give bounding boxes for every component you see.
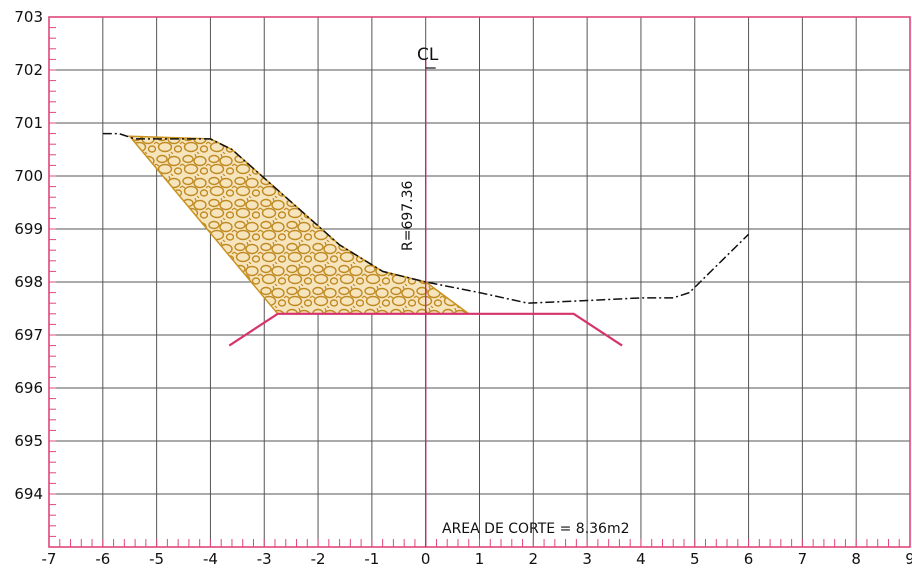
x-tick-label: -7 xyxy=(42,550,57,568)
x-tick-label: 0 xyxy=(421,550,431,568)
grid-lines xyxy=(48,16,911,548)
x-tick-label: 3 xyxy=(582,550,592,568)
x-tick-label: 7 xyxy=(798,550,808,568)
x-tick-label: -2 xyxy=(311,550,326,568)
x-tick-label: 1 xyxy=(475,550,485,568)
axis-labels: -7 -6 -5 -4 -3 -2 -1 0 1 2 3 4 5 6 7 8 9 694 695 696 697 698 6… xyxy=(14,8,912,568)
y-tick-label: 702 xyxy=(14,61,43,79)
x-tick-label: -1 xyxy=(364,550,379,568)
y-tick-label: 703 xyxy=(14,8,43,26)
y-tick-label: 699 xyxy=(14,220,43,238)
x-tick-label: 8 xyxy=(851,550,861,568)
y-tick-label: 696 xyxy=(14,379,43,397)
x-tick-label: -6 xyxy=(95,550,110,568)
y-tick-label: 697 xyxy=(14,326,43,344)
profile-lines xyxy=(102,59,750,547)
x-tick-label: 6 xyxy=(744,550,754,568)
minor-ticks xyxy=(48,27,900,548)
x-tick-label: -3 xyxy=(257,550,272,568)
cut-area-label: AREA DE CORTE = 8.36m2 xyxy=(442,521,630,537)
x-tick-label: 4 xyxy=(636,550,646,568)
cut-area-layer xyxy=(128,135,472,315)
x-tick-label: 2 xyxy=(529,550,539,568)
y-tick-label: 701 xyxy=(14,114,43,132)
x-tick-label: -4 xyxy=(203,550,218,568)
y-tick-label: 695 xyxy=(14,432,43,450)
annotations: CL R=697.36 AREA DE CORTE = 8.36m2 xyxy=(400,45,630,537)
y-tick-label: 700 xyxy=(14,167,43,185)
x-tick-label: 9 xyxy=(905,550,912,568)
x-tick-label: 5 xyxy=(690,550,700,568)
y-tick-label: 694 xyxy=(14,485,43,503)
elevation-label: R=697.36 xyxy=(400,180,416,251)
centerline-label: CL xyxy=(417,45,439,65)
x-tick-label: -5 xyxy=(149,550,164,568)
cut-area-fill xyxy=(128,135,472,315)
y-tick-label: 698 xyxy=(14,273,43,291)
